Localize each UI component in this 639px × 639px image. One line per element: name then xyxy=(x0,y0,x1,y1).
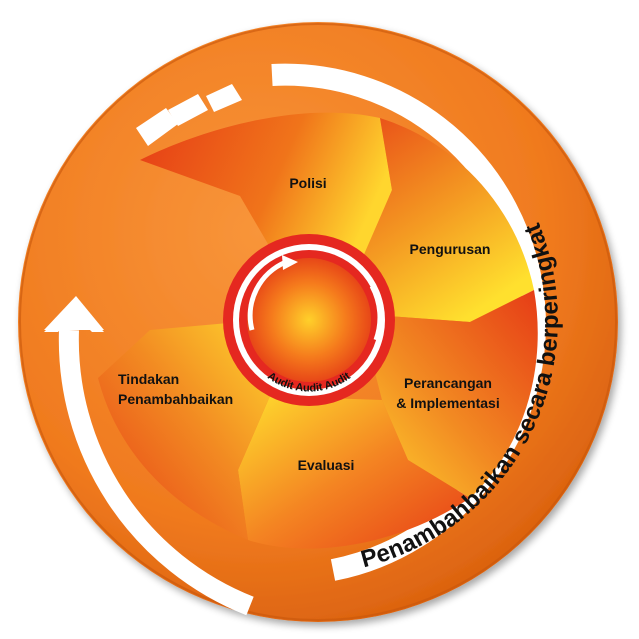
center-core xyxy=(247,258,371,382)
segment-evaluasi xyxy=(238,396,470,549)
segment-perancangan xyxy=(360,290,538,498)
label-perancangan-line2: & Implementasi xyxy=(396,395,499,411)
label-evaluasi: Evaluasi xyxy=(298,457,355,473)
label-tindakan-line2: Penambahbaikan xyxy=(118,391,233,407)
segment-tindakan xyxy=(98,320,270,540)
segment-pengurusan xyxy=(352,118,534,322)
stripe-marks xyxy=(136,84,242,146)
label-perancangan-line1: Perancangan xyxy=(404,375,492,391)
label-pengurusan: Pengurusan xyxy=(410,241,491,257)
outer-disc-rim xyxy=(19,23,617,621)
label-polisi: Polisi xyxy=(289,175,326,191)
label-tindakan-line1: Tindakan xyxy=(118,371,179,387)
circular-arrow-icon xyxy=(247,255,383,341)
